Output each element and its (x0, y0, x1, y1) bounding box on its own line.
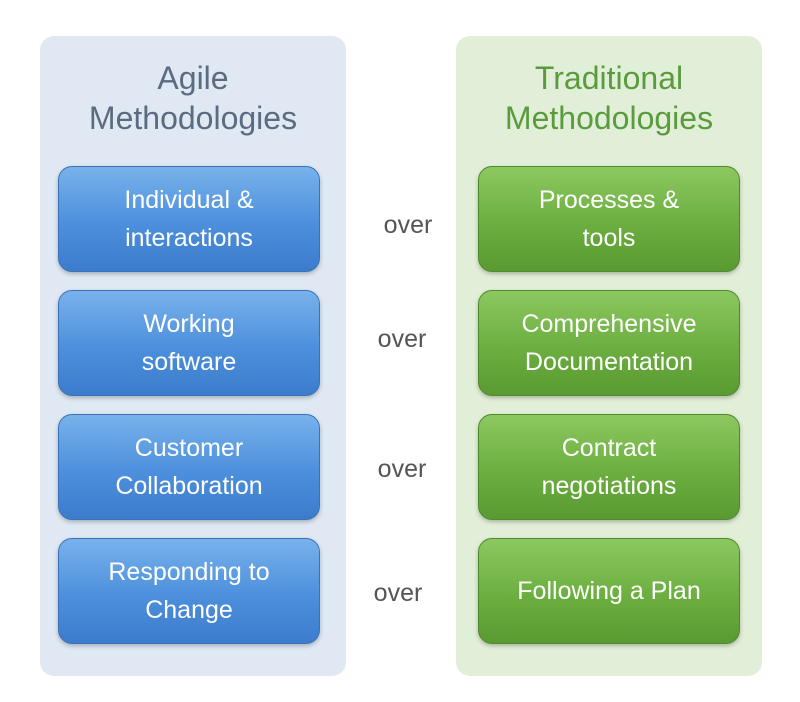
agile-title-line2: Methodologies (88, 100, 298, 136)
agile-box-working-software: Working software (58, 290, 320, 396)
traditional-box-line1: Processes & (538, 186, 680, 214)
agile-box-line2: interactions (125, 224, 253, 252)
traditional-box-line2: Documentation (524, 348, 694, 376)
agile-box-responding-to-change: Responding to Change (58, 538, 320, 644)
agile-box-line1: Working (143, 310, 235, 338)
agile-box-line1: Individual & (124, 186, 254, 214)
traditional-title-line1: Traditional (534, 60, 684, 96)
agile-title-line1: Agile (157, 60, 229, 96)
agile-box-line2: Collaboration (115, 472, 263, 500)
over-label: over (383, 211, 433, 239)
traditional-box-line1: Following a Plan (517, 577, 701, 605)
agile-box-customer-collaboration: Customer Collaboration (58, 414, 320, 520)
traditional-box-line2: negotiations (541, 472, 677, 500)
agile-box-line1: Responding to (108, 558, 270, 586)
traditional-panel-title: Traditional Methodologies (456, 58, 762, 138)
traditional-box-following-a-plan: Following a Plan (478, 538, 740, 644)
agile-box-line2: Change (145, 596, 233, 624)
traditional-box-documentation: Comprehensive Documentation (478, 290, 740, 396)
agile-panel-title: Agile Methodologies (40, 58, 346, 138)
traditional-title-line2: Methodologies (504, 100, 714, 136)
over-label: over (373, 579, 423, 607)
traditional-box-line2: tools (582, 224, 636, 252)
agile-box-line1: Customer (134, 434, 244, 462)
over-label: over (377, 455, 427, 483)
over-label: over (377, 325, 427, 353)
agile-box-line2: software (141, 348, 237, 376)
traditional-box-processes-tools: Processes & tools (478, 166, 740, 272)
agile-box-individuals: Individual & interactions (58, 166, 320, 272)
traditional-box-contract-negotiations: Contract negotiations (478, 414, 740, 520)
traditional-box-line1: Comprehensive (521, 310, 697, 338)
traditional-box-line1: Contract (561, 434, 657, 462)
